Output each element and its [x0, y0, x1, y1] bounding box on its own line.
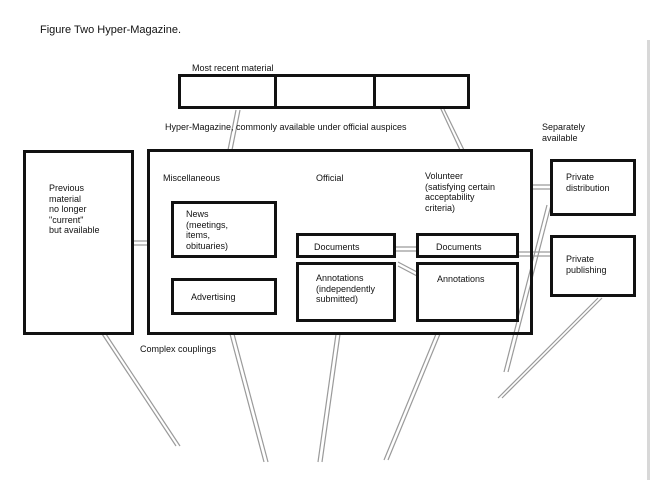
column-miscellaneous: Miscellaneous: [163, 173, 221, 183]
connector-line: [321, 333, 341, 463]
previous-material-label: Previous material no longer "current" bu…: [49, 183, 100, 236]
official-annotations-label: Annotations (independently submitted): [316, 273, 376, 305]
private-distribution-box: Private distribution: [550, 159, 636, 216]
news-label: News (meetings, items, obituaries): [186, 209, 229, 251]
connector-line: [397, 261, 418, 273]
column-volunteer: Volunteer (satisfying certain acceptabil…: [425, 171, 496, 213]
connector-line: [397, 265, 418, 277]
figure-caption: Figure Two Hyper-Magazine.: [40, 24, 182, 36]
connector-line: [383, 333, 437, 461]
official-annotations-box: Annotations (independently submitted): [296, 262, 396, 322]
hyper-magazine-label: Hyper-Magazine, commonly available under…: [165, 122, 407, 132]
connector-line: [231, 109, 241, 151]
connector-line: [229, 333, 265, 463]
connector-line: [497, 297, 599, 399]
official-documents-label: Documents: [314, 242, 360, 252]
connector-line: [105, 333, 181, 447]
private-publishing-box: Private publishing: [550, 235, 636, 297]
connector-line: [227, 109, 237, 151]
connector-line: [101, 333, 177, 447]
connector-line: [501, 297, 603, 399]
connector-line: [233, 333, 269, 463]
hyper-magazine-box: [147, 149, 533, 335]
separately-available-label: Separately available: [542, 122, 586, 143]
most-recent-box-3: [373, 74, 470, 109]
volunteer-annotations-label: Annotations: [437, 274, 485, 284]
previous-material-box: Previous material no longer "current" bu…: [23, 150, 134, 335]
connector-line: [503, 204, 548, 373]
scan-edge-mark: [647, 40, 650, 480]
most-recent-box-1: [178, 74, 277, 109]
volunteer-documents-box: Documents: [416, 233, 519, 258]
connector-line: [507, 204, 552, 373]
most-recent-box-2: [274, 74, 376, 109]
official-documents-box: Documents: [296, 233, 396, 258]
advertising-box: Advertising: [171, 278, 277, 315]
connector-line: [317, 333, 337, 463]
volunteer-annotations-box: Annotations: [416, 262, 519, 322]
volunteer-documents-label: Documents: [436, 242, 482, 252]
news-box: News (meetings, items, obituaries): [171, 201, 277, 258]
connector-line: [439, 106, 461, 151]
connector-line: [442, 106, 465, 151]
private-publishing-label: Private publishing: [566, 254, 607, 275]
complex-couplings-label: Complex couplings: [140, 344, 217, 354]
private-distribution-label: Private distribution: [566, 172, 610, 193]
column-official: Official: [316, 173, 344, 183]
connector-line: [387, 333, 441, 461]
most-recent-label: Most recent material: [192, 63, 274, 73]
advertising-label: Advertising: [191, 292, 236, 302]
